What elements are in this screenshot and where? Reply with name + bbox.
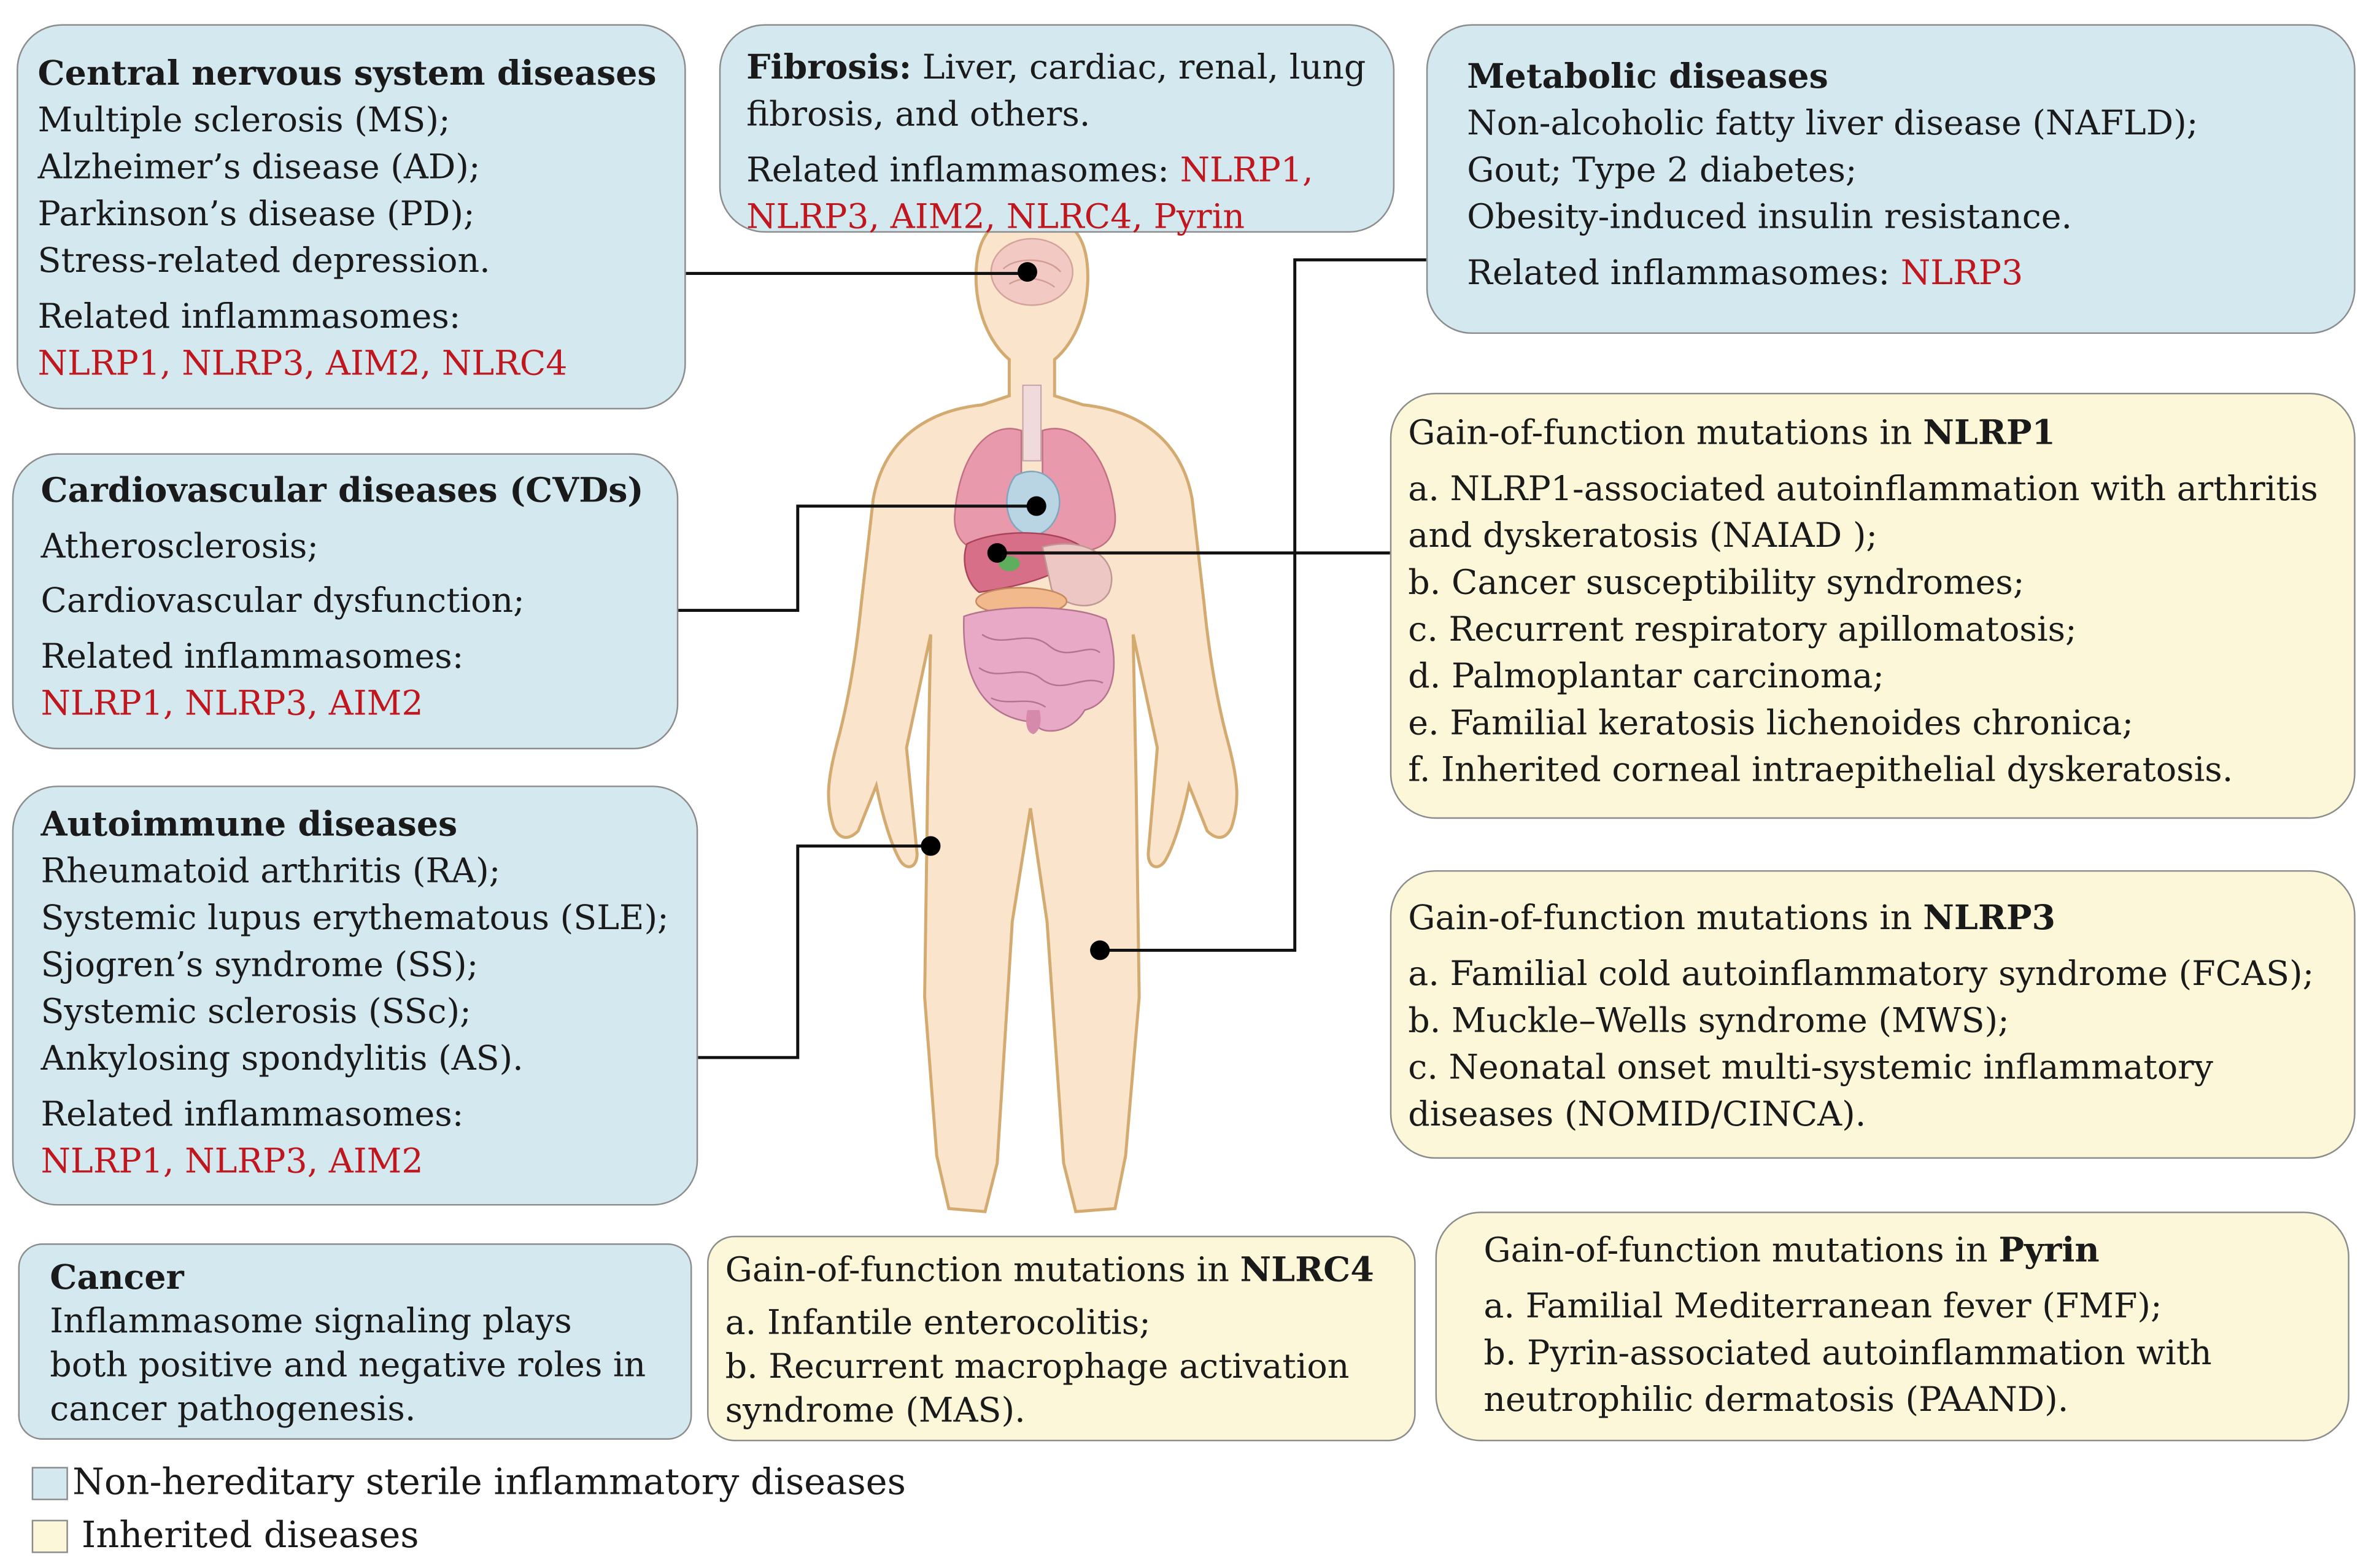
connector-metabolic [997,258,1426,555]
fibrosis-title: Fibrosis: [746,48,912,88]
nlrp3-title-gene: NLRP3 [1923,898,2056,938]
nlrp1-title-prefix: Gain-of-function mutations in [1408,414,1923,454]
nlrp3-title-prefix: Gain-of-function mutations in [1408,898,1923,938]
metabolic-related-label: Related inflammasomes: [1467,253,1901,293]
autoimmune-related-inflammasomes: NLRP1, NLRP3, AIM2 [41,1142,423,1182]
pyrin-line: b. Pyrin-associated autoinflammation wit… [1483,1334,2212,1373]
nlrp3-line: c. Neonatal onset multi-systemic inflamm… [1408,1048,2213,1088]
dot-brain [1017,262,1037,282]
cvd-related-inflammasomes: NLRP1, NLRP3, AIM2 [41,684,423,724]
nlrc4-title: Gain-of-function mutations in NLRC4 [725,1248,1415,1294]
nlrc4-line: syndrome (MAS). [725,1391,1026,1431]
nlrc4-line: a. Infantile enterocolitis; [725,1303,1151,1343]
autoimmune-item: Systemic lupus erythematous (SLE); [41,898,669,938]
metabolic-title: Metabolic diseases [1467,57,1828,97]
fibrosis-line-1: Fibrosis: Liver, cardiac, renal, lung [746,45,1393,92]
nlrp1-line: and dyskeratosis (NAIAD ); [1408,516,1878,556]
legend-swatch-non-hereditary [31,1467,68,1500]
cns-diseases-box: Central nervous system diseases Multiple… [17,24,686,410]
colon-shape [1026,709,1041,735]
nlrp3-line: b. Muckle–Wells syndrome (MWS); [1408,1002,2009,1041]
nlrp1-line: d. Palmoplantar carcinoma; [1408,657,1885,697]
fibrosis-related-line: Related inflammasomes: NLRP1, [746,148,1393,195]
nlrc4-title-gene: NLRC4 [1240,1251,1374,1291]
autoimmune-item: Systemic sclerosis (SSc); [41,992,471,1032]
cns-item: Alzheimer’s disease (AD); [37,148,481,188]
fibrosis-title-rest: Liver, cardiac, renal, lung [911,48,1366,88]
pyrin-title: Gain-of-function mutations in Pyrin [1483,1228,2348,1275]
nlrp1-line: f. Inherited corneal intraepithelial dys… [1408,751,2233,790]
cvd-item: Cardiovascular dysfunction; [41,581,525,621]
nlrp3-line: diseases (NOMID/CINCA). [1408,1095,1866,1135]
dot-liver [987,543,1007,563]
metabolic-diseases-box: Metabolic diseases Non-alcoholic fatty l… [1426,24,2356,334]
nlrc4-mutations-box: Gain-of-function mutations in NLRC4 a. I… [707,1235,1416,1442]
cancer-line: Inflammasome signaling plays [50,1302,572,1342]
autoimmune-related-label: Related inflammasomes: [41,1095,464,1135]
autoimmune-item: Rheumatoid arthritis (RA); [41,852,501,892]
connector-autoimmune [698,844,931,1059]
nlrp1-line: a. NLRP1-associated autoinflammation wit… [1408,469,2318,509]
cvd-related-label: Related inflammasomes: [41,637,464,677]
fibrosis-related-label: Related inflammasomes: [746,151,1180,191]
cvd-title: Cardiovascular diseases (CVDs) [41,471,644,511]
dot-arm [921,836,941,856]
cns-item: Stress-related depression. [37,241,490,281]
dot-heart [1026,496,1046,516]
metabolic-related-line: Related inflammasomes: NLRP3 [1467,251,2354,298]
pyrin-line: neutrophilic dermatosis (PAAND). [1483,1380,2069,1420]
autoimmune-item: Ankylosing spondylitis (AS). [41,1039,524,1079]
cns-related-inflammasomes: NLRP1, NLRP3, AIM2, NLRC4 [37,344,568,384]
metabolic-item: Non-alcoholic fatty liver disease (NAFLD… [1467,104,2198,144]
cns-item: Parkinson’s disease (PD); [37,195,475,234]
nlrp1-mutations-box: Gain-of-function mutations in NLRP1 a. N… [1390,393,2356,819]
nlrc4-title-prefix: Gain-of-function mutations in [725,1251,1240,1291]
trachea-shape [1022,384,1042,462]
cancer-line: both positive and negative roles in [50,1346,646,1386]
cancer-title: Cancer [50,1258,184,1298]
metabolic-item: Gout; Type 2 diabetes; [1467,151,1857,191]
fibrosis-related-part-2: NLRP3, AIM2, NLRC4, Pyrin [746,198,1245,238]
autoimmune-diseases-box: Autoimmune diseases Rheumatoid arthritis… [12,786,698,1206]
pyrin-title-prefix: Gain-of-function mutations in [1483,1231,1999,1271]
legend-label-inherited: Inherited diseases [81,1513,419,1556]
cns-item: Multiple sclerosis (MS); [37,101,450,141]
cvd-item: Atherosclerosis; [41,527,319,567]
connector-inherited [1100,552,1297,952]
autoimmune-item: Sjogren’s syndrome (SS); [41,946,479,986]
cvd-box: Cardiovascular diseases (CVDs) Atheroscl… [12,453,679,750]
fibrosis-related-part-1: NLRP1, [1180,151,1313,191]
cns-related-label: Related inflammasomes: [37,297,461,337]
pyrin-line: a. Familial Mediterranean fever (FMF); [1483,1287,2162,1327]
nlrp1-line: c. Recurrent respiratory apillomatosis; [1408,610,2077,650]
metabolic-item: Obesity-induced insulin resistance. [1467,198,2073,238]
cns-title: Central nervous system diseases [37,54,657,94]
nlrp3-title: Gain-of-function mutations in NLRP3 [1408,896,2354,943]
cancer-box: Cancer Inflammasome signaling plays both… [18,1243,692,1440]
dot-leg [1090,940,1110,960]
nlrp1-title-gene: NLRP1 [1923,414,2056,454]
pyrin-mutations-box: Gain-of-function mutations in Pyrin a. F… [1435,1211,2349,1442]
pyrin-title-gene: Pyrin [1998,1231,2100,1271]
nlrc4-line: b. Recurrent macrophage activation [725,1347,1350,1387]
legend-swatch-inherited [31,1520,68,1553]
connector-cvd [676,504,1037,612]
legend-label-non-hereditary: Non-hereditary sterile inflammatory dise… [72,1461,906,1504]
fibrosis-box: Fibrosis: Liver, cardiac, renal, lung fi… [719,24,1395,237]
autoimmune-title: Autoimmune diseases [41,805,458,845]
nlrp3-mutations-box: Gain-of-function mutations in NLRP3 a. F… [1390,870,2356,1159]
metabolic-related-inflammasomes: NLRP3 [1900,253,2024,293]
nlrp1-line: b. Cancer susceptibility syndromes; [1408,563,2025,603]
nlrp3-line: a. Familial cold autoinflammatory syndro… [1408,954,2314,994]
nlrp1-line: e. Familial keratosis lichenoides chroni… [1408,704,2134,744]
nlrp1-title: Gain-of-function mutations in NLRP1 [1408,411,2354,458]
cancer-line: cancer pathogenesis. [50,1389,416,1429]
intestines-shape [963,606,1115,732]
fibrosis-line-2: fibrosis, and others. [746,95,1091,135]
